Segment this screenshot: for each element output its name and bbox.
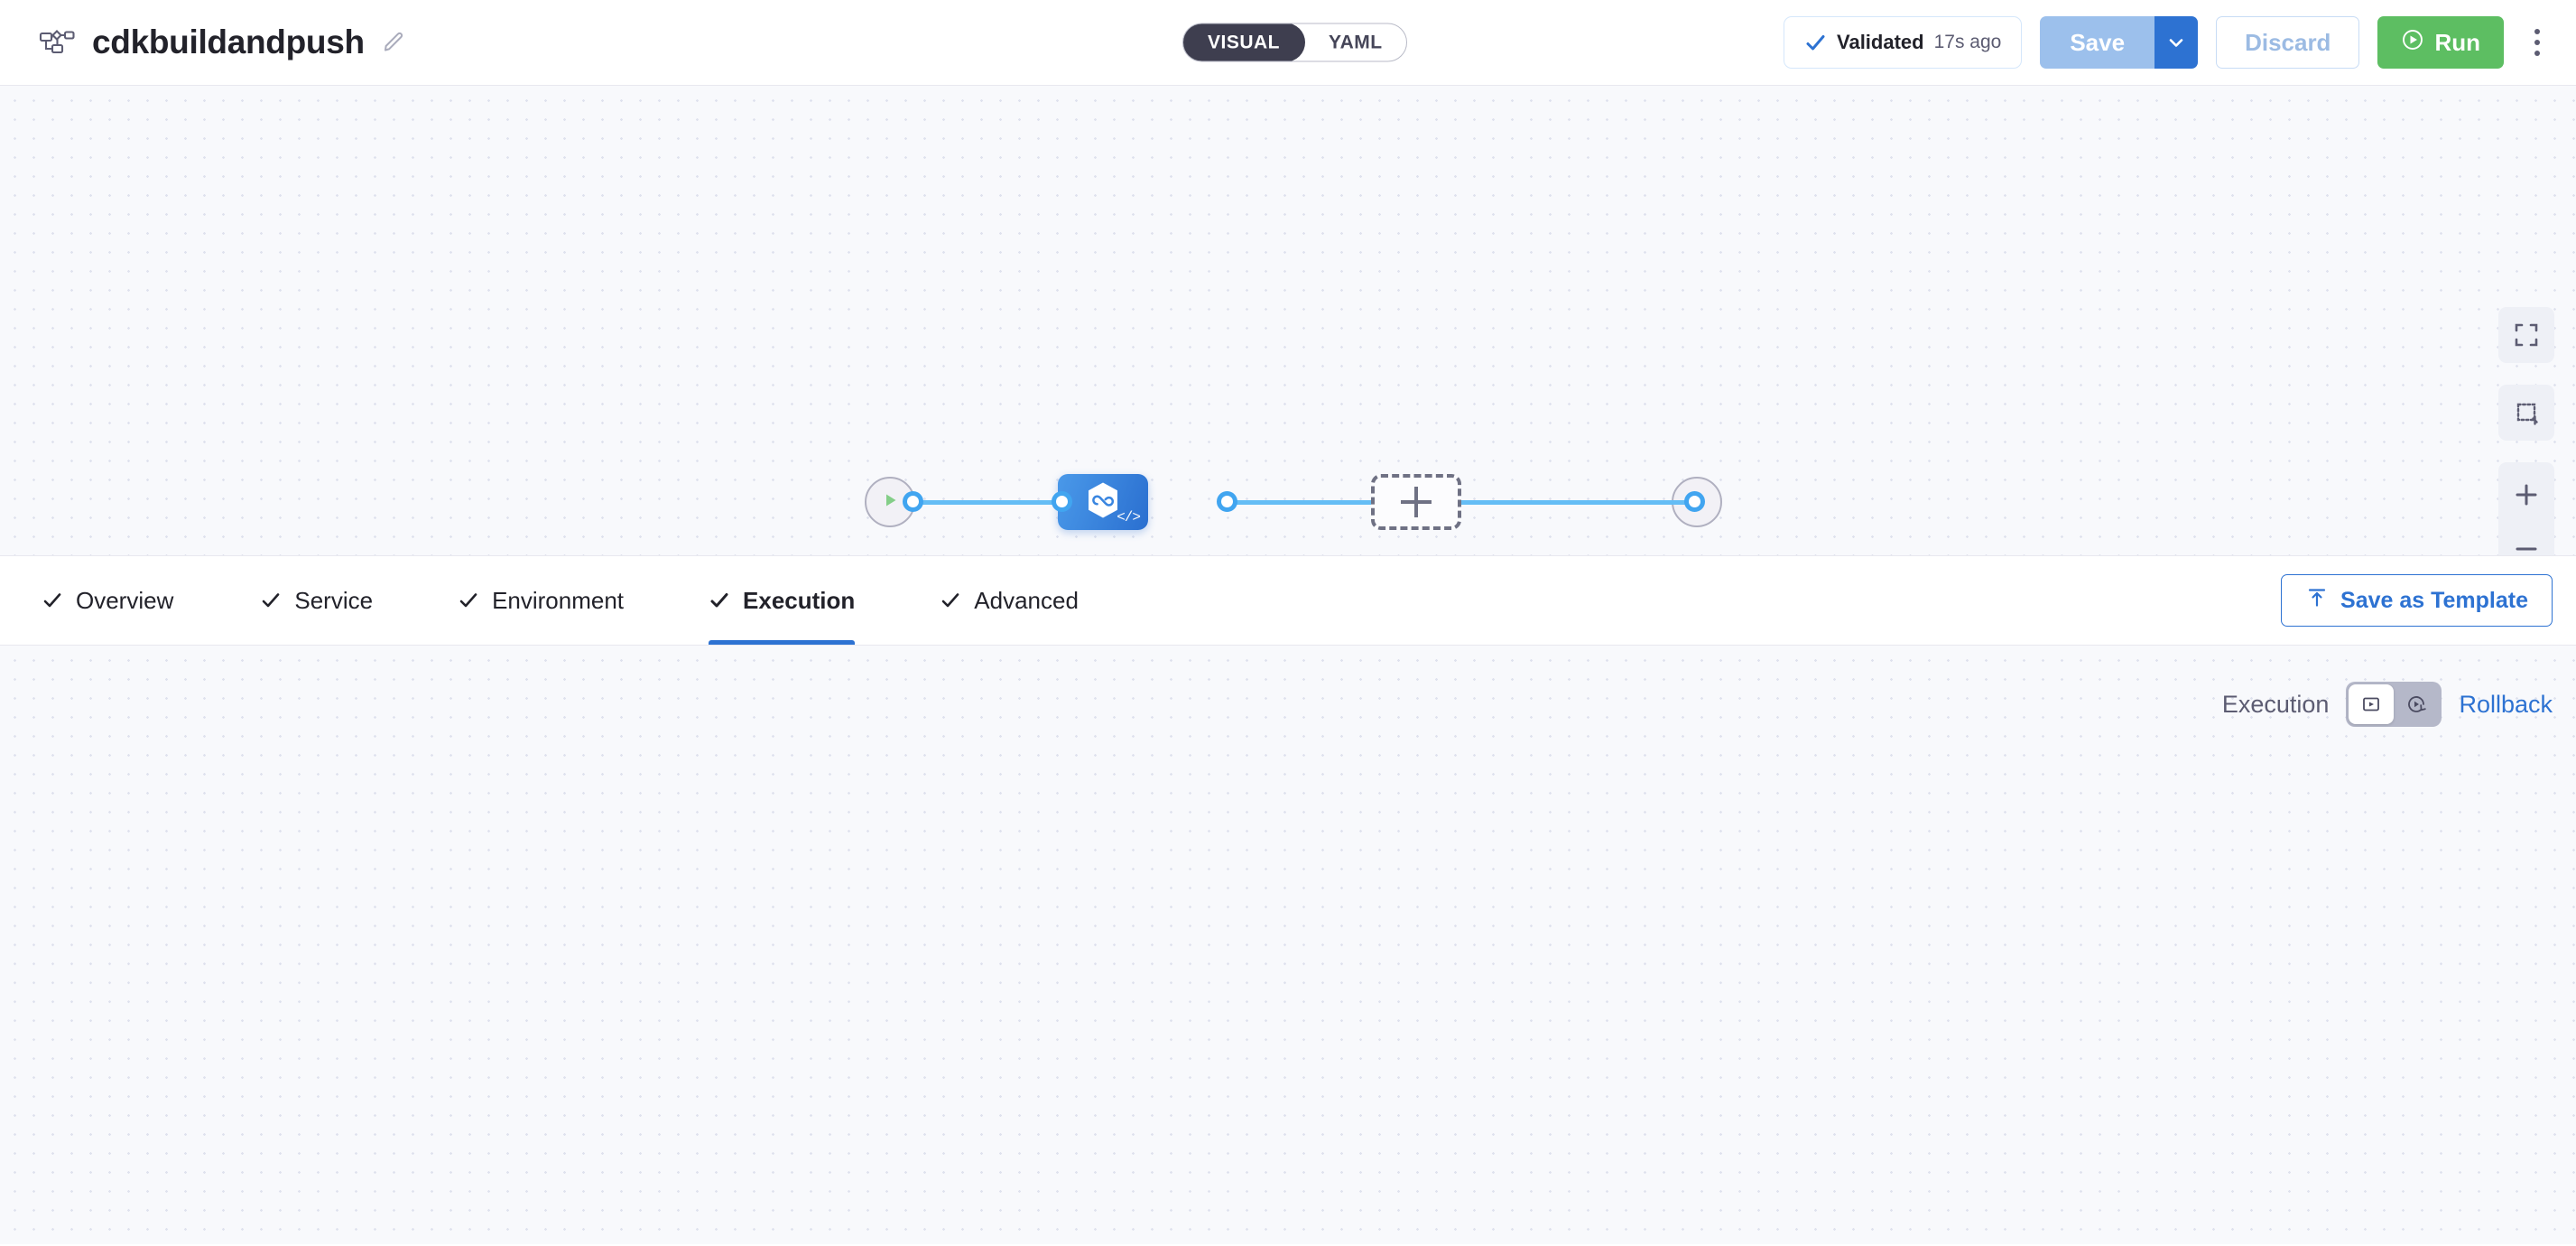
- stage-node-ckd[interactable]: </>: [1058, 474, 1148, 530]
- page-title: cdkbuildandpush: [92, 23, 365, 60]
- start-output-port[interactable]: [903, 491, 923, 512]
- tab-label: Overview: [76, 586, 174, 614]
- mode-yaml-button[interactable]: YAML: [1329, 32, 1383, 52]
- header-left-group: cdkbuildandpush: [0, 23, 406, 61]
- check-icon: [260, 590, 282, 611]
- check-icon: [940, 590, 961, 611]
- connector-add-stage-to-end: [1461, 500, 1696, 505]
- check-icon: [709, 590, 730, 611]
- execution-label: Execution: [2221, 690, 2330, 718]
- exec-switch[interactable]: [2346, 682, 2442, 727]
- rollback-play-rotate-icon[interactable]: [2394, 684, 2439, 724]
- end-input-port[interactable]: [1684, 491, 1705, 512]
- tab-list: Overview Service Environment Execution A…: [0, 556, 1163, 645]
- ckd-output-port[interactable]: [1217, 491, 1237, 512]
- zoom-in-icon[interactable]: [2498, 475, 2554, 515]
- fit-to-screen-icon[interactable]: [2498, 307, 2554, 363]
- app-header: cdkbuildandpush VISUAL YAML Validated 17…: [0, 0, 2576, 86]
- upload-template-icon: [2305, 586, 2329, 616]
- header-actions: Validated 17s ago Save Discard Run: [1784, 16, 2553, 69]
- zoom-controls[interactable]: [2498, 462, 2554, 555]
- zoom-out-icon[interactable]: [2498, 529, 2554, 555]
- add-stage-button[interactable]: [1371, 474, 1461, 530]
- pencil-edit-icon[interactable]: [381, 30, 406, 55]
- status-badge: Validated 17s ago: [1784, 16, 2023, 69]
- execution-rollback-toggle[interactable]: Execution Rollback: [2222, 682, 2553, 727]
- execution-canvas[interactable]: Execution Rollback: [0, 646, 2576, 1244]
- rollback-label[interactable]: Rollback: [2459, 690, 2553, 718]
- tab-advanced[interactable]: Advanced: [940, 556, 1118, 645]
- play-icon: [878, 488, 902, 516]
- validated-timestamp: 17s ago: [1933, 32, 2002, 52]
- canvas-controls[interactable]: [2498, 307, 2554, 555]
- selection-marquee-icon[interactable]: [2498, 385, 2554, 441]
- stage-config-tabs[interactable]: Overview Service Environment Execution A…: [0, 555, 2576, 646]
- discard-button[interactable]: Discard: [2216, 16, 2360, 69]
- plus-icon-vertical: [1414, 487, 1418, 517]
- chevron-down-icon[interactable]: [2154, 16, 2199, 69]
- connector-ckd-to-add-stage: [1228, 500, 1372, 505]
- kebab-menu-icon[interactable]: [2522, 16, 2553, 69]
- save-as-template-label: Save as Template: [2340, 587, 2528, 613]
- tab-service[interactable]: Service: [260, 556, 412, 645]
- save-button[interactable]: Save: [2040, 16, 2155, 69]
- pipeline-flow-icon: [38, 23, 76, 61]
- validated-label: Validated: [1837, 31, 1924, 53]
- tab-overview[interactable]: Overview: [42, 556, 213, 645]
- connector-start-to-ckd: [913, 500, 1061, 505]
- tab-execution[interactable]: Execution: [709, 556, 894, 645]
- tab-label: Execution: [743, 586, 856, 614]
- tab-environment[interactable]: Environment: [458, 556, 663, 645]
- tab-label: Environment: [492, 586, 625, 614]
- play-circle-icon: [2401, 28, 2424, 58]
- view-mode-toggle[interactable]: VISUAL YAML: [1182, 23, 1407, 62]
- execution-play-box-icon[interactable]: [2349, 684, 2395, 724]
- run-label: Run: [2434, 28, 2480, 56]
- harness-infinity-hexagon-icon: [1082, 479, 1124, 525]
- stage-canvas[interactable]: </> ckd Add Stage: [0, 86, 2576, 555]
- save-as-template-button[interactable]: Save as Template: [2281, 574, 2553, 627]
- stage-code-badge[interactable]: </>: [1117, 509, 1141, 525]
- tab-label: Service: [294, 586, 374, 614]
- tab-label: Advanced: [974, 586, 1079, 614]
- ckd-input-port[interactable]: [1052, 491, 1072, 512]
- check-icon: [458, 590, 479, 611]
- run-button[interactable]: Run: [2377, 16, 2504, 69]
- check-icon: [42, 590, 63, 611]
- mode-visual-button[interactable]: VISUAL: [1182, 23, 1306, 61]
- check-icon: [1804, 32, 1827, 54]
- save-button-group[interactable]: Save: [2040, 16, 2199, 69]
